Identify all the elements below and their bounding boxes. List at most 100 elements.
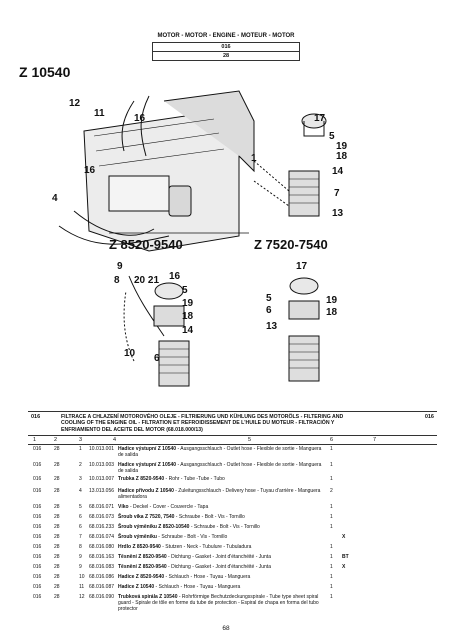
table-cell: 016 xyxy=(33,446,42,452)
svg-text:6: 6 xyxy=(154,353,160,364)
table-cell: 9 xyxy=(79,554,82,560)
table-cell: 68.016.083 xyxy=(89,564,115,570)
part-name: Šroub víka Z 7520, 7540 xyxy=(118,514,175,520)
svg-text:16: 16 xyxy=(84,165,96,176)
part-translations: - Dichtung - Gasket - Joint d'étanchéité… xyxy=(166,554,271,560)
table-cell: 12 xyxy=(79,594,85,600)
detail-assembly-z8520 xyxy=(123,275,190,387)
part-translations: - Schraube - Bolt - Vis - Tornillo xyxy=(156,534,228,540)
table-cell: 1 xyxy=(330,524,333,530)
column-header: 3 xyxy=(79,437,83,443)
table-cell: 28 xyxy=(54,514,60,520)
part-name: Hadice přívodu Z 10540 xyxy=(118,488,174,494)
table-cell: 28 xyxy=(54,476,60,482)
part-description: Hrdlo Z 8520-9540 - Stutzen - Neck - Tub… xyxy=(118,544,328,550)
table-cell: 1 xyxy=(330,476,333,482)
part-description: Šroub výměníku Z 8520-10540 - Schraube -… xyxy=(118,524,328,530)
svg-text:14: 14 xyxy=(332,166,344,177)
table-cell: 28 xyxy=(54,524,60,530)
table-cell: 016 xyxy=(33,574,42,580)
table-cell: 68.016.080 xyxy=(89,544,115,550)
table-cell: 28 xyxy=(54,544,60,550)
svg-text:20 21: 20 21 xyxy=(134,275,159,286)
table-cell: 28 xyxy=(54,534,60,540)
table-cell: 68.016.086 xyxy=(89,574,115,580)
page-header-title: MOTOR - MOTOR - ENGINE - MOTEUR - MOTOR xyxy=(157,33,295,39)
table-cell: 2 xyxy=(330,488,333,494)
callout-numbers-b: 9 8 20 21 16 5 19 18 14 10 6 xyxy=(114,261,194,364)
table-cell: 28 xyxy=(54,594,60,600)
table-cell: 68.016.233 xyxy=(89,524,115,530)
table-cell: 68.016.071 xyxy=(89,504,115,510)
table-cell: 1 xyxy=(330,446,333,452)
svg-text:4: 4 xyxy=(52,193,58,204)
table-cell: 6 xyxy=(79,514,82,520)
section-header: 016 FILTRACE A CHLAZENÍ MOTOROVÉHO OLEJE… xyxy=(28,411,437,433)
part-description: Hadice výstupní Z 10540 - Ausgangsschlau… xyxy=(118,446,328,458)
table-cell: 1 xyxy=(330,544,333,550)
detail-assembly-z7520 xyxy=(288,277,320,382)
part-description: Trubka Z 8520-9540 - Rohr - Tube -Tube -… xyxy=(118,476,328,482)
table-cell: 10.013.007 xyxy=(89,476,115,482)
part-description: Těsnění Z 8520-9540 - Dichtung - Gasket … xyxy=(118,564,328,570)
svg-text:13: 13 xyxy=(332,208,344,219)
svg-text:18: 18 xyxy=(336,151,348,162)
section-title: FILTRACE A CHLAZENÍ MOTOROVÉHO OLEJE - F… xyxy=(61,414,344,433)
table-cell: 8 xyxy=(79,544,82,550)
table-cell: 2 xyxy=(79,462,82,468)
part-translations: - Schlauch - Hose - Tuyau - Manguera xyxy=(164,574,251,580)
part-name: Hadice Z 10540 xyxy=(118,584,155,590)
svg-text:16: 16 xyxy=(134,113,146,124)
table-cell: 1 xyxy=(79,446,82,452)
table-cell: 6 xyxy=(79,524,82,530)
section-number: 016 xyxy=(31,414,41,420)
table-cell: 28 xyxy=(54,584,60,590)
side-filter-assembly xyxy=(253,113,327,217)
part-translations: - Schlauch - Hose - Tuyau - Manguera xyxy=(154,584,241,590)
table-cell: 28 xyxy=(54,462,60,468)
part-translations: - Ausgangsschlauch - Outlet hose - Flexi… xyxy=(118,462,322,475)
part-translations: - Rohrförmige Bechutzdeckungsspirale - T… xyxy=(118,594,319,613)
part-description: Těsnění Z 8520-9540 - Dichtung - Gasket … xyxy=(118,554,328,560)
svg-text:5: 5 xyxy=(182,285,188,296)
table-cell: 28 xyxy=(54,504,60,510)
table-cell: 016 xyxy=(33,564,42,570)
table-cell: 4 xyxy=(79,488,82,494)
part-name: Víko xyxy=(118,504,129,510)
table-cell: 28 xyxy=(54,488,60,494)
svg-text:5: 5 xyxy=(329,131,335,142)
table-cell: 68.016.163 xyxy=(89,554,115,560)
table-cell: 68.016.090 xyxy=(89,594,115,600)
table-cell: 68.016.074 xyxy=(89,534,115,540)
table-cell: 016 xyxy=(33,524,42,530)
column-header: 7 xyxy=(373,437,377,443)
column-header: 4 xyxy=(113,437,117,443)
svg-text:5: 5 xyxy=(266,293,272,304)
table-cell: 016 xyxy=(33,514,42,520)
table-cell: 7 xyxy=(79,534,82,540)
table-cell: 016 xyxy=(33,462,42,468)
table-cell: 5 xyxy=(79,504,82,510)
table-cell: 1 xyxy=(330,594,333,600)
svg-text:10: 10 xyxy=(124,348,136,359)
part-name: Trubka Z 8520-9540 xyxy=(118,476,165,482)
svg-text:19: 19 xyxy=(182,298,194,309)
svg-text:19: 19 xyxy=(326,295,338,306)
svg-text:18: 18 xyxy=(326,307,338,318)
svg-text:7: 7 xyxy=(334,188,340,199)
table-cell: 016 xyxy=(33,504,42,510)
sheet-number-box: 28 xyxy=(152,51,300,61)
table-cell: 016 xyxy=(33,584,42,590)
table-cell: 1 xyxy=(330,584,333,590)
part-description: Trubková spirála Z 10540 - Rohrförmige B… xyxy=(118,594,328,613)
exploded-parts-drawing: Z 10540 12 11 16 1 17 5 19 18 14 7 13 16… xyxy=(19,64,348,387)
part-description: Šroub víka Z 7520, 7540 - Schraube - Bol… xyxy=(118,514,328,520)
table-cell: 10 xyxy=(79,574,85,580)
table-cell: 11 xyxy=(79,584,85,590)
svg-text:18: 18 xyxy=(182,311,194,322)
table-cell: 1 xyxy=(330,574,333,580)
part-description: Hadice výstupní Z 10540 - Ausgangsschlau… xyxy=(118,462,328,474)
part-name: Těsnění Z 8520-9540 xyxy=(118,564,167,570)
table-cell: 28 xyxy=(54,554,60,560)
svg-text:14: 14 xyxy=(182,325,194,336)
